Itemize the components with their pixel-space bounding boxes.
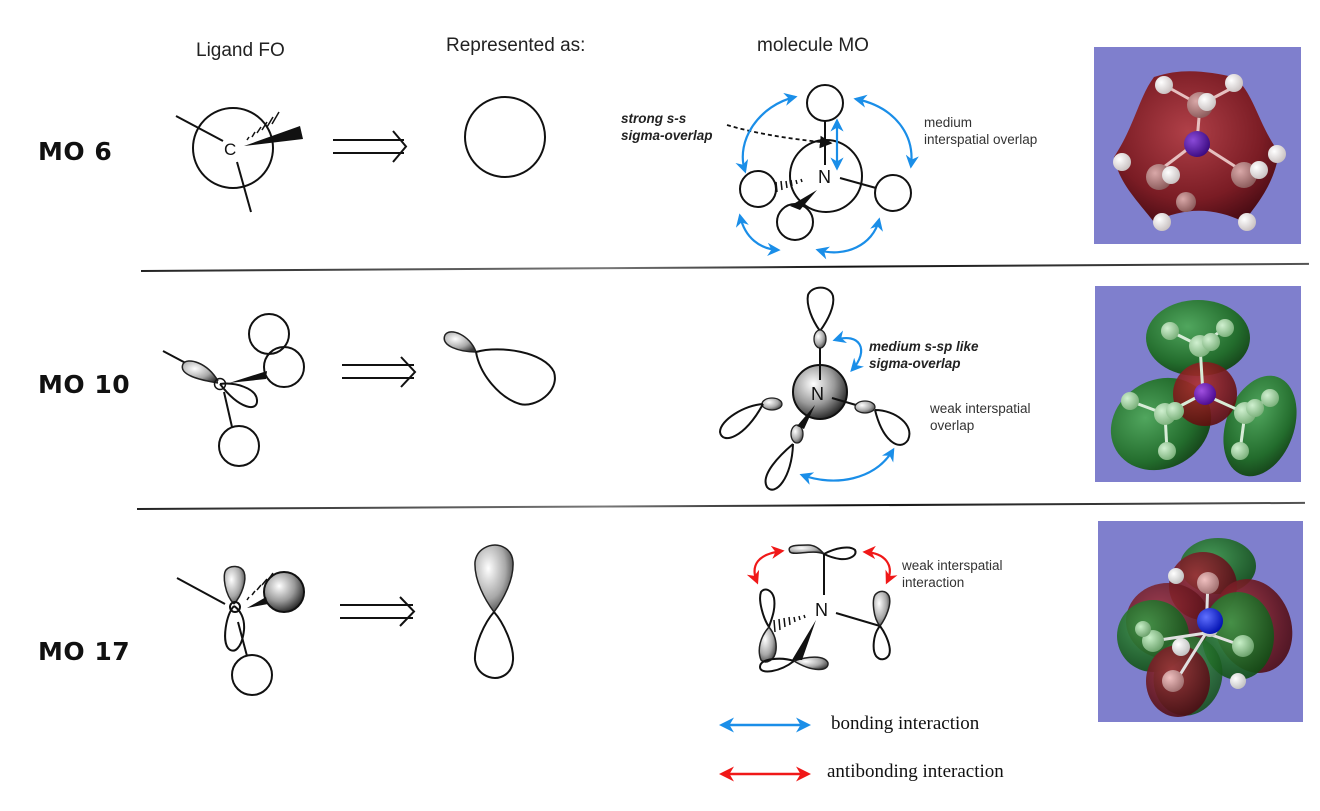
s-orbital-representation — [464, 96, 546, 178]
mo17-rendered-orbital — [1098, 521, 1303, 722]
nitrogen-atom-label: N — [811, 384, 824, 404]
implies-arrow — [333, 130, 408, 163]
p-orbital-representation — [473, 544, 515, 680]
row-label-mo17: MO 17 — [38, 637, 131, 666]
annotation-interspatial-mo6: medium interspatial overlap — [924, 115, 1038, 147]
mo10-molecule-mo — [718, 286, 911, 491]
annotation-interspatial-mo10: weak interspatial overlap — [930, 401, 1031, 433]
mo6-rendered-orbital — [1094, 47, 1301, 244]
annotation-interspatial-mo17: weak interspatial interaction — [902, 558, 1003, 590]
carbon-atom-label: C — [224, 140, 236, 159]
bonding-arrows-mo6 — [735, 92, 919, 260]
annotation-strong-overlap-mo6: strong s-s sigma-overlap — [621, 111, 713, 143]
mo17-ligand-fo — [176, 565, 305, 696]
legend-bonding-label: bonding interaction — [831, 713, 980, 734]
mo10-ligand-fo — [162, 313, 305, 467]
mo17-molecule-mo — [758, 544, 891, 673]
pointer-arrow — [726, 124, 833, 149]
column-header-molecule-mo: molecule MO — [757, 35, 869, 56]
implies-arrow — [342, 356, 417, 388]
mo6-ligand-fo — [175, 107, 303, 213]
legend-antibonding-label: antibonding interaction — [827, 761, 1004, 782]
column-header-represented-as: Represented as: — [446, 35, 586, 56]
row-label-mo6: MO 6 — [38, 137, 113, 166]
mo10-rendered-orbital — [1095, 286, 1301, 482]
sp-hybrid-representation — [443, 331, 556, 406]
bonding-arrows-mo10 — [799, 330, 895, 485]
implies-arrow — [340, 596, 416, 627]
mo6-molecule-mo — [739, 84, 912, 241]
column-header-ligand-fo: Ligand FO — [196, 40, 285, 61]
nitrogen-atom-label: N — [818, 167, 831, 187]
row-label-mo10: MO 10 — [38, 370, 131, 399]
annotation-sigma-overlap-mo10: medium s-sp like sigma-overlap — [869, 339, 979, 371]
nitrogen-atom-label: N — [815, 600, 828, 620]
antibonding-arrows-mo17 — [746, 545, 898, 585]
